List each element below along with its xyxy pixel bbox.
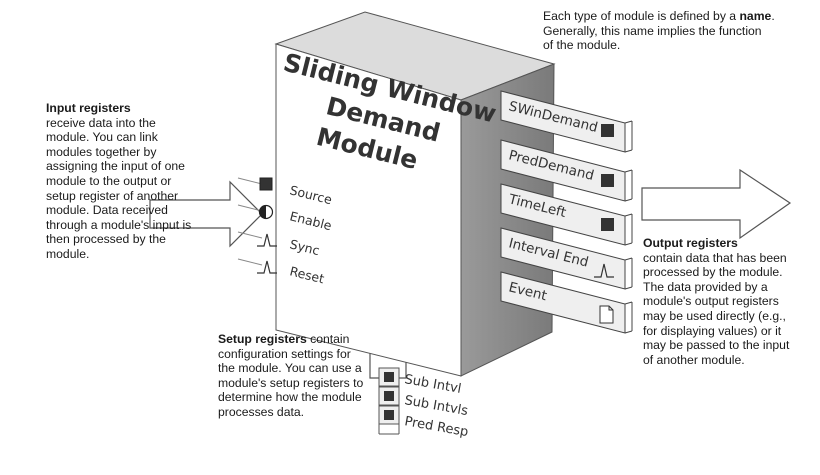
sub-intvl-square-icon (384, 372, 394, 382)
preddemand-square-icon (601, 174, 614, 187)
setup-label-sub-intvl: Sub Intvl (403, 372, 462, 397)
output-registers: SWinDemand PredDemand TimeLeft Interval … (500, 90, 633, 334)
setup-registers-note: Setup registers contain configuration se… (218, 332, 370, 420)
interval-end-pulse-icon (594, 263, 614, 278)
output-arrow (641, 168, 792, 240)
input-label-sync: Sync (288, 236, 321, 258)
output-registers-note: Output registers contain data that has b… (643, 236, 793, 367)
sub-intvls-square-icon (384, 391, 394, 401)
input-arrow (149, 180, 263, 248)
pred-resp-square-icon (384, 410, 394, 420)
timeleft-square-icon (601, 218, 614, 231)
setup-registers: Sub Intvl Sub Intvls Pred Resp (378, 367, 469, 440)
source-square-icon (259, 177, 273, 191)
output-tag-event: Event (500, 271, 633, 334)
output-registers-body: contain data that has been processed by … (643, 250, 790, 367)
enable-half-circle-icon (258, 204, 274, 220)
reset-pulse-icon (257, 260, 277, 274)
input-registers-heading: Input registers (46, 101, 131, 115)
sync-pulse-icon (257, 233, 277, 247)
setup-registers-heading: Setup registers (218, 332, 307, 346)
swindemand-square-icon (601, 124, 614, 137)
event-document-icon (599, 305, 614, 324)
output-registers-heading: Output registers (643, 236, 738, 250)
module-front-face (275, 43, 462, 377)
setup-label-pred-resp: Pred Resp (403, 414, 469, 440)
input-registers-note: Input registers receive data into the mo… (46, 101, 196, 262)
output-tag-preddemand: PredDemand (500, 139, 633, 202)
setup-registers-body: contain configuration settings for the m… (218, 332, 364, 419)
module-name-note: Each type of module is defined by a name… (543, 9, 775, 53)
input-registers-body: receive data into the module. You can li… (46, 115, 192, 261)
